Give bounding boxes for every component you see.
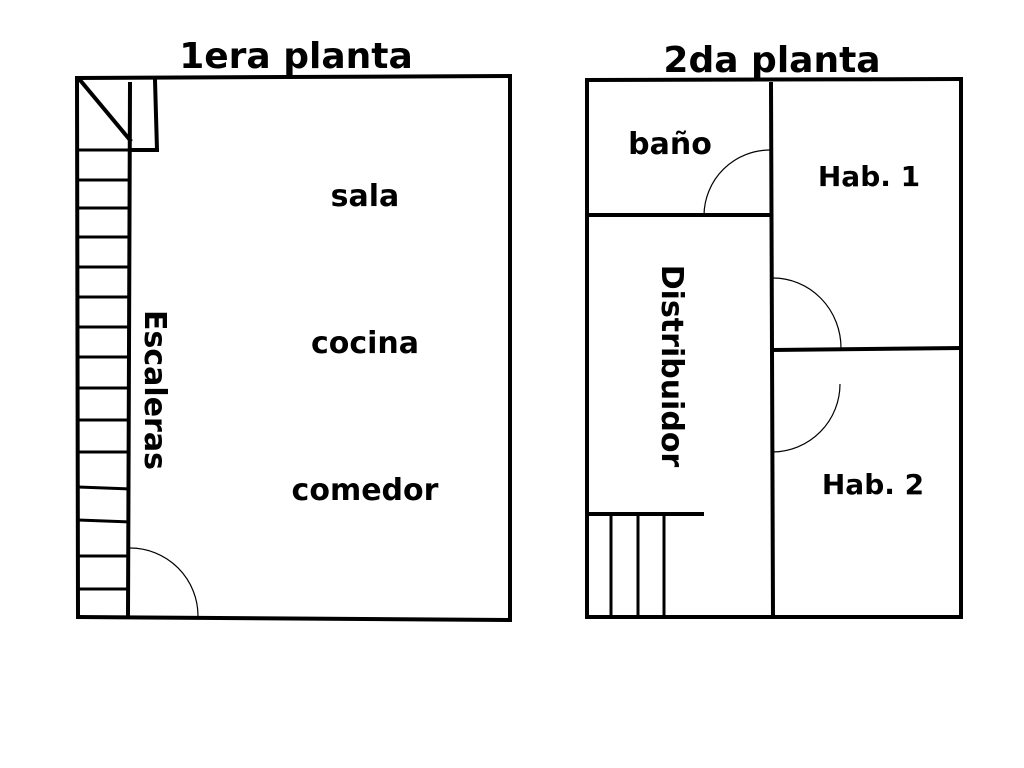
second-floor-walls <box>584 76 964 620</box>
dining-room-label: comedor <box>292 473 439 508</box>
bedroom1-label: Hab. 1 <box>818 160 920 193</box>
bedroom2-label: Hab. 2 <box>822 468 924 501</box>
entrance-door-swing <box>129 547 199 617</box>
second-floor-wall-top <box>584 76 964 83</box>
first-floor-stair-treads <box>77 148 131 591</box>
stair-tread <box>77 485 131 491</box>
bathroom-label: baño <box>628 127 712 162</box>
first-floor-wall-top <box>74 73 513 81</box>
second-floor-stair-treads <box>609 514 666 617</box>
first-floor-wall-left <box>74 75 81 620</box>
first-floor-walls <box>74 73 513 623</box>
first-floor-wall-bottom <box>75 614 513 623</box>
first-floor-title: 1era planta <box>179 36 413 77</box>
living-room-label: sala <box>331 179 400 214</box>
landing-wall-right <box>152 77 160 153</box>
bathroom-door-swing <box>703 149 771 216</box>
second-floor: 2da planta baño Distribuidor <box>584 40 964 620</box>
second-floor-title: 2da planta <box>663 40 880 81</box>
stairs-label: Escaleras <box>137 310 172 470</box>
stair-partition-wall <box>125 81 133 620</box>
hallway-label: Distribuidor <box>654 265 689 468</box>
bedroom2-door-swing <box>772 383 841 453</box>
landing-diagonal <box>77 77 133 143</box>
stair-tread <box>77 518 131 524</box>
bedroom1-door-swing <box>772 277 842 349</box>
first-floor: 1era planta <box>74 36 513 623</box>
kitchen-label: cocina <box>311 326 419 361</box>
bedroom-divider-wall <box>770 345 964 353</box>
